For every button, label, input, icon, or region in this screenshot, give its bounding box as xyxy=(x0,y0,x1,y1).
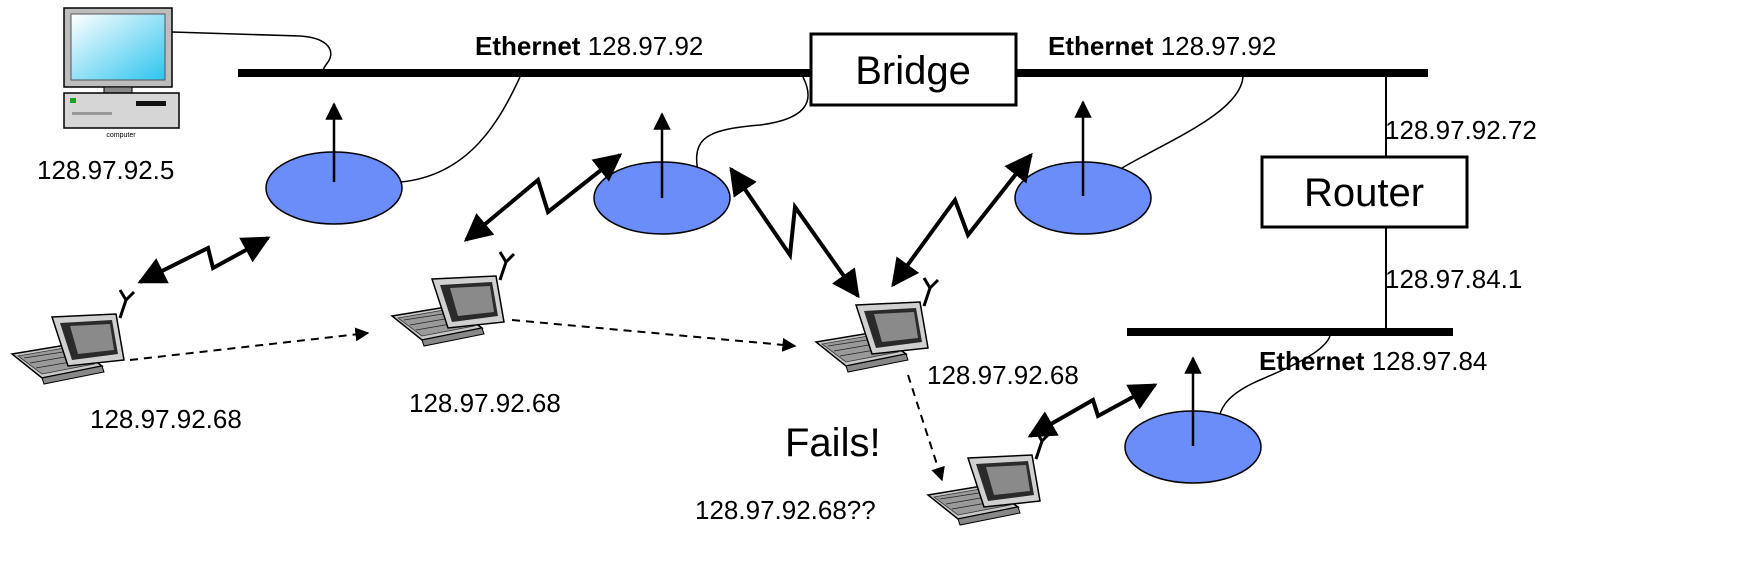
wireless-link-5 xyxy=(1027,383,1158,438)
left-ethernet-bar xyxy=(238,69,812,77)
ap1-cable xyxy=(400,76,521,183)
laptop-1-icon xyxy=(10,288,136,386)
router-lower-address: 128.97.84.1 xyxy=(1385,264,1522,294)
router-label: Router xyxy=(1304,171,1424,215)
desktop-computer-icon xyxy=(63,7,332,129)
bridge-box xyxy=(809,32,1018,107)
move-arrow-3 xyxy=(907,374,945,482)
router-box xyxy=(1260,155,1469,229)
ap2-cable xyxy=(695,76,809,183)
laptop-3-address: 128.97.92.68 xyxy=(927,360,1079,390)
left-ethernet-label: Ethernet 128.97.92 xyxy=(475,31,703,61)
computer-address: 128.97.92.5 xyxy=(37,155,174,185)
fails-annotation: Fails! xyxy=(785,421,881,465)
move-arrow-1 xyxy=(129,327,370,361)
wireless-link-2 xyxy=(463,153,623,242)
wireless-link-4 xyxy=(891,152,1033,288)
wireless-link-1 xyxy=(137,236,271,284)
laptop-2-icon xyxy=(390,250,516,348)
laptop-1-address: 128.97.92.68 xyxy=(90,404,242,434)
right-ethernet-bar xyxy=(1016,69,1428,77)
laptop-4-icon xyxy=(926,429,1052,527)
lower-ethernet-bar xyxy=(1127,328,1453,336)
bridge-label: Bridge xyxy=(855,49,971,93)
computer-caption: computer xyxy=(106,132,136,139)
right-ethernet-label: Ethernet 128.97.92 xyxy=(1048,31,1276,61)
laptop-4-address: 128.97.92.68?? xyxy=(695,495,876,525)
ap3-cable xyxy=(1121,76,1244,169)
lower-ethernet-label: Ethernet 128.97.84 xyxy=(1259,346,1487,376)
move-arrow-2 xyxy=(511,319,797,352)
laptop-2-address: 128.97.92.68 xyxy=(409,388,561,418)
router-upper-address: 128.97.92.72 xyxy=(1385,115,1537,145)
laptop-3-icon xyxy=(814,276,940,374)
wireless-link-3 xyxy=(729,166,860,299)
